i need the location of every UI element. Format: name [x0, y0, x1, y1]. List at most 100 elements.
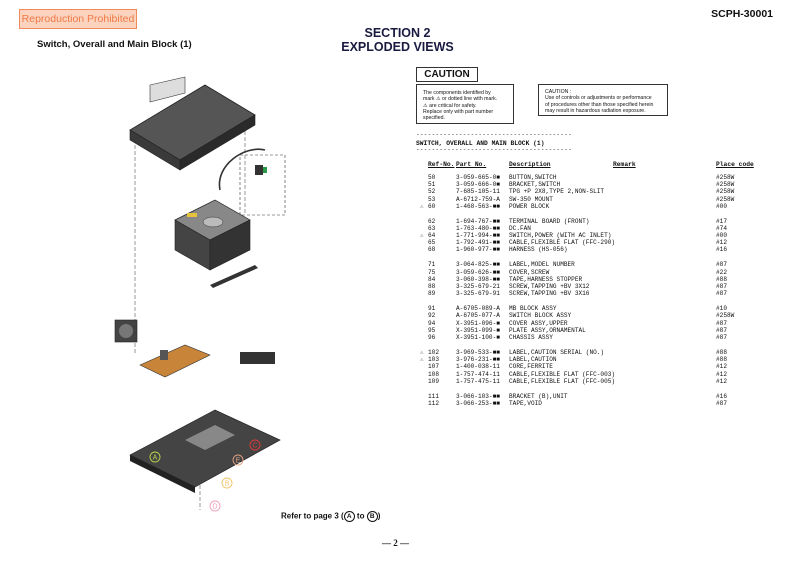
description: COVER ASSY,UPPER — [509, 319, 568, 327]
part-number: 1-694-767-■■ — [456, 217, 500, 225]
caution-line: may result in hazardous radiation exposu… — [545, 107, 646, 114]
group-spacer — [416, 254, 786, 262]
caution-box-title: CAUTION : — [545, 89, 572, 95]
circled-a: A — [343, 511, 355, 522]
caution-line: Replace only with part number — [423, 108, 494, 115]
ref-number: 102 — [428, 348, 439, 356]
description: SWITCH,POWER (WITH AC INLET) — [509, 232, 612, 240]
part-number: 1-763-480-■■ — [456, 224, 500, 232]
column-header-description: Description — [509, 161, 551, 168]
column-header-part: Part No. — [456, 161, 487, 168]
place-code: #88 — [716, 348, 727, 356]
refer-text: to — [354, 511, 367, 521]
exploded-view-diagram: A B C D E — [114, 76, 286, 512]
section-number: SECTION 2 — [364, 26, 431, 40]
place-code: #12 — [716, 370, 727, 378]
ref-number: 63 — [428, 224, 436, 232]
place-code: #258W — [716, 195, 735, 203]
svg-text:A: A — [153, 455, 158, 462]
ref-number: 112 — [428, 399, 439, 407]
place-code: #88 — [716, 275, 727, 283]
caution-heading: CAUTION — [416, 67, 478, 82]
ref-number: 88 — [428, 283, 436, 291]
description: LABEL,CAUTION SERIAL (NO.) — [509, 348, 605, 356]
svg-text:D: D — [212, 504, 217, 511]
caution-line: specified. — [423, 115, 445, 122]
refer-text: ) — [377, 511, 381, 521]
parts-block-title: SWITCH, OVERALL AND MAIN BLOCK (1) — [416, 140, 545, 147]
description: CABLE,FLEXIBLE FLAT (FFC-003) — [509, 370, 616, 378]
place-code: #12 — [716, 377, 727, 385]
description: LABEL,MODEL NUMBER — [509, 261, 575, 269]
connector-d-marker — [209, 500, 221, 512]
mb-board-part — [139, 344, 211, 378]
part-number: 1-757-474-11 — [456, 370, 500, 378]
description: SCREW,TAPPING +BV 3X16 — [509, 290, 590, 298]
section-name: EXPLODED VIEWS — [341, 40, 454, 54]
ref-number: 107 — [428, 363, 439, 371]
part-number: 3-059-626-■■ — [456, 268, 500, 276]
place-code: #87 — [716, 290, 727, 298]
place-code: #258W — [716, 181, 735, 189]
place-code: #12 — [716, 363, 727, 371]
part-number: X-3951-100-■ — [456, 333, 500, 341]
caution-line: mark ⚠ or dotted line with mark. — [423, 96, 498, 103]
ref-number: 60 — [428, 202, 436, 210]
part-number: X-3951-096-■ — [456, 319, 500, 327]
connector-b-marker — [221, 477, 233, 489]
safety-mark-icon: ⚠ — [420, 202, 424, 210]
part-number: 3-059-666-0■ — [456, 181, 500, 189]
caution-line: of procedures other than those specified… — [545, 101, 654, 108]
place-code: #12 — [716, 239, 727, 247]
part-number: 7-685-105-11 — [456, 188, 500, 196]
svg-text:E: E — [236, 458, 241, 465]
description: BRACKET,SWITCH — [509, 181, 561, 189]
safety-mark-icon: ⚠ — [420, 356, 424, 364]
place-code: #87 — [716, 319, 727, 327]
part-number: A-6705-077-A — [456, 312, 500, 320]
place-code: #258W — [716, 188, 735, 196]
divider-line: ---------------------------------------- — [416, 146, 573, 153]
safety-mark-icon: ⚠ — [420, 232, 424, 240]
ref-number: 96 — [428, 333, 436, 341]
model-number: SCPH-30001 — [711, 8, 773, 20]
description: TERMINAL BOARD (FRONT) — [509, 217, 590, 225]
caution-line: The components identified by — [423, 90, 491, 96]
part-number: 1-757-475-11 — [456, 377, 500, 385]
description: TAPE,VOID — [509, 399, 542, 407]
harness-cable — [218, 148, 266, 191]
place-code: #17 — [716, 217, 727, 225]
ref-number: 108 — [428, 370, 439, 378]
description: CORE,FERRITE — [509, 363, 553, 371]
description: TPG +P 2X8,TYPE 2,NON-SLIT — [509, 188, 605, 196]
description: LABEL,CAUTION — [509, 356, 557, 364]
model-number-label-part — [149, 76, 186, 103]
place-code: #87 — [716, 333, 727, 341]
section-title: SECTION 2 EXPLODED VIEWS — [330, 26, 465, 54]
group-spacer — [416, 341, 786, 349]
ref-number: 111 — [428, 392, 439, 400]
ref-number: 65 — [428, 239, 436, 247]
part-number: 1-771-994-■■ — [456, 232, 500, 240]
place-code: #258W — [716, 312, 735, 320]
place-code: #74 — [716, 224, 727, 232]
part-number: 3-060-398-■■ — [456, 275, 500, 283]
group-spacer — [416, 385, 786, 393]
caution-line: ⚠ are critical for safety. — [423, 102, 477, 109]
